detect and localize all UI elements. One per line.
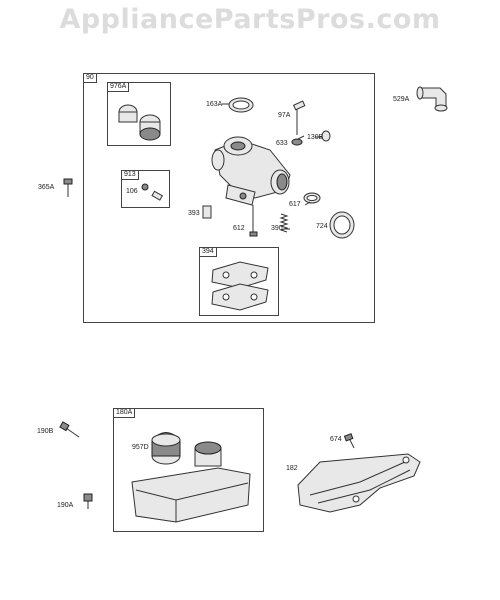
part-913-drawing: [141, 183, 164, 201]
part-label-190a[interactable]: 190A: [57, 502, 74, 509]
part-label-163a[interactable]: 163A: [206, 101, 223, 108]
part-label-130b[interactable]: 130B: [307, 134, 324, 141]
part-612-drawing: [249, 205, 258, 237]
fuel-tank-drawing: [131, 432, 251, 523]
group-394-label: 394: [200, 248, 217, 257]
group-913-box: [121, 170, 170, 208]
part-674-drawing: [343, 433, 355, 449]
group-90-label: 90: [84, 74, 97, 83]
part-633-drawing: [291, 138, 303, 146]
part-label-529a[interactable]: 529A: [393, 96, 410, 103]
group-976a-label: 976A: [108, 83, 130, 92]
part-label-674[interactable]: 674: [330, 436, 342, 443]
part-976a-drawing: [118, 104, 161, 141]
part-label-97a[interactable]: 97A: [278, 112, 291, 119]
part-label-190b[interactable]: 190B: [37, 428, 54, 435]
part-label-957d[interactable]: 957D: [132, 444, 149, 451]
part-label-612[interactable]: 612: [233, 225, 245, 232]
part-label-393[interactable]: 393: [188, 210, 200, 217]
carburetor-drawing: [211, 136, 291, 206]
part-365a-drawing: [63, 178, 73, 197]
part-label-617[interactable]: 617: [289, 201, 301, 208]
part-182-drawing: [297, 453, 421, 513]
group-90-box: [83, 73, 375, 323]
part-label-390[interactable]: 390: [271, 225, 283, 232]
part-190b-drawing: [59, 421, 80, 438]
part-130b-drawing: [321, 130, 331, 142]
group-913-label: 913: [122, 171, 139, 180]
part-label-106[interactable]: 106: [126, 188, 138, 195]
part-label-724[interactable]: 724: [316, 223, 328, 230]
group-394-box: [199, 247, 279, 316]
part-97a-drawing: [292, 100, 306, 135]
part-label-633[interactable]: 633: [276, 140, 288, 147]
part-529a-drawing: [416, 86, 448, 112]
part-label-365a[interactable]: 365A: [38, 184, 55, 191]
part-label-182[interactable]: 182: [286, 465, 298, 472]
group-180a-label: 180A: [114, 409, 136, 418]
group-180a-box: [113, 408, 264, 532]
watermark: AppliancePartsPros.com: [59, 4, 441, 35]
leader-lines: [202, 103, 322, 230]
part-190a-drawing: [83, 493, 93, 509]
group-976a-box: [107, 82, 171, 146]
part-394-drawing: [211, 261, 269, 311]
